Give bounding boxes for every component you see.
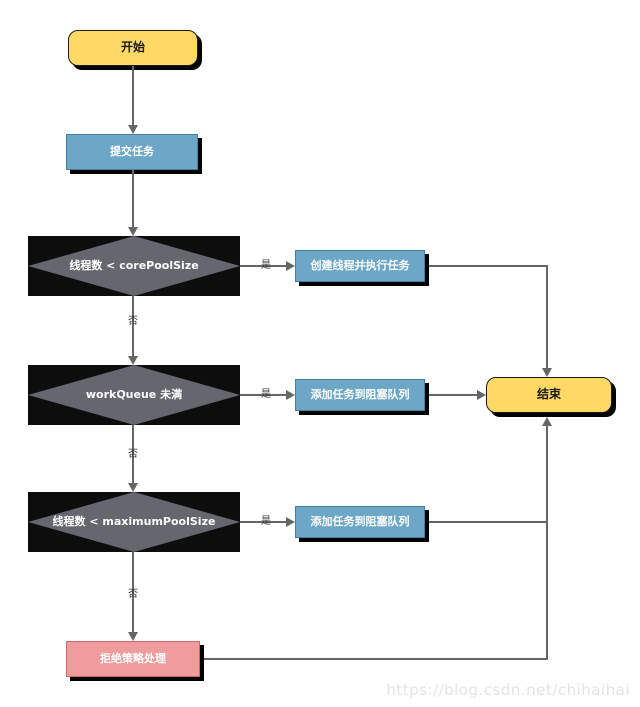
arrowhead-right-icon (286, 261, 295, 271)
arrowhead-down-icon (542, 368, 552, 377)
decision-core-pool-size: 线程数 < corePoolSize (28, 236, 240, 296)
create-thread-node: 创建线程并执行任务 (295, 250, 425, 282)
arrowhead-down-icon (128, 632, 138, 641)
arrowhead-right-icon (286, 390, 295, 400)
decision-work-queue: workQueue 未满 (28, 365, 240, 425)
decision-work-queue-label: workQueue 未满 (28, 365, 240, 425)
decision-maximum-pool-size: 线程数 < maximumPoolSize (28, 492, 240, 552)
edge-decision3-no-line (132, 552, 134, 632)
arrowhead-up-icon (542, 417, 552, 426)
end-node: 结束 (486, 377, 612, 413)
arrowhead-down-icon (128, 125, 138, 134)
edge-start-submit-line (132, 66, 134, 127)
edge-decision2-yes-line (240, 394, 286, 396)
edge-merge-end-vline (546, 426, 548, 660)
edge-label-no-3: 否 (128, 589, 138, 600)
watermark: https://blog.csdn.net/chihaihai (386, 681, 630, 699)
edge-label-yes-1: 是 (261, 260, 271, 271)
edge-decision1-no-line (132, 296, 134, 356)
arrowhead-down-icon (128, 227, 138, 236)
arrowhead-right-icon (286, 517, 295, 527)
edge-label-yes-2: 是 (261, 389, 271, 400)
edge-label-no-1: 否 (128, 316, 138, 327)
arrowhead-down-icon (128, 483, 138, 492)
arrowhead-right-icon (477, 390, 486, 400)
decision-maximum-pool-size-label: 线程数 < maximumPoolSize (28, 492, 240, 552)
edge-submit-decision1-line (132, 170, 134, 227)
edge-decision1-yes-line (240, 265, 286, 267)
edge-label-yes-3: 是 (261, 516, 271, 527)
edge-decision2-no-line (132, 425, 134, 483)
start-node: 开始 (68, 30, 198, 66)
edge-create-end-vline (546, 265, 548, 371)
reject-policy-node: 拒绝策略处理 (66, 641, 200, 677)
arrowhead-down-icon (128, 356, 138, 365)
add-to-queue-node-2: 添加任务到阻塞队列 (295, 506, 425, 538)
submit-task-node: 提交任务 (66, 134, 198, 170)
edge-reject-merge-line (204, 658, 548, 660)
decision-core-pool-size-label: 线程数 < corePoolSize (28, 236, 240, 296)
add-to-queue-node-1: 添加任务到阻塞队列 (295, 379, 425, 411)
edge-queue2-merge-hline (429, 521, 548, 523)
edge-decision3-yes-line (240, 521, 286, 523)
edge-label-no-2: 否 (128, 449, 138, 460)
edge-create-end-hline (429, 265, 548, 267)
edge-queue1-end-line (429, 394, 477, 396)
